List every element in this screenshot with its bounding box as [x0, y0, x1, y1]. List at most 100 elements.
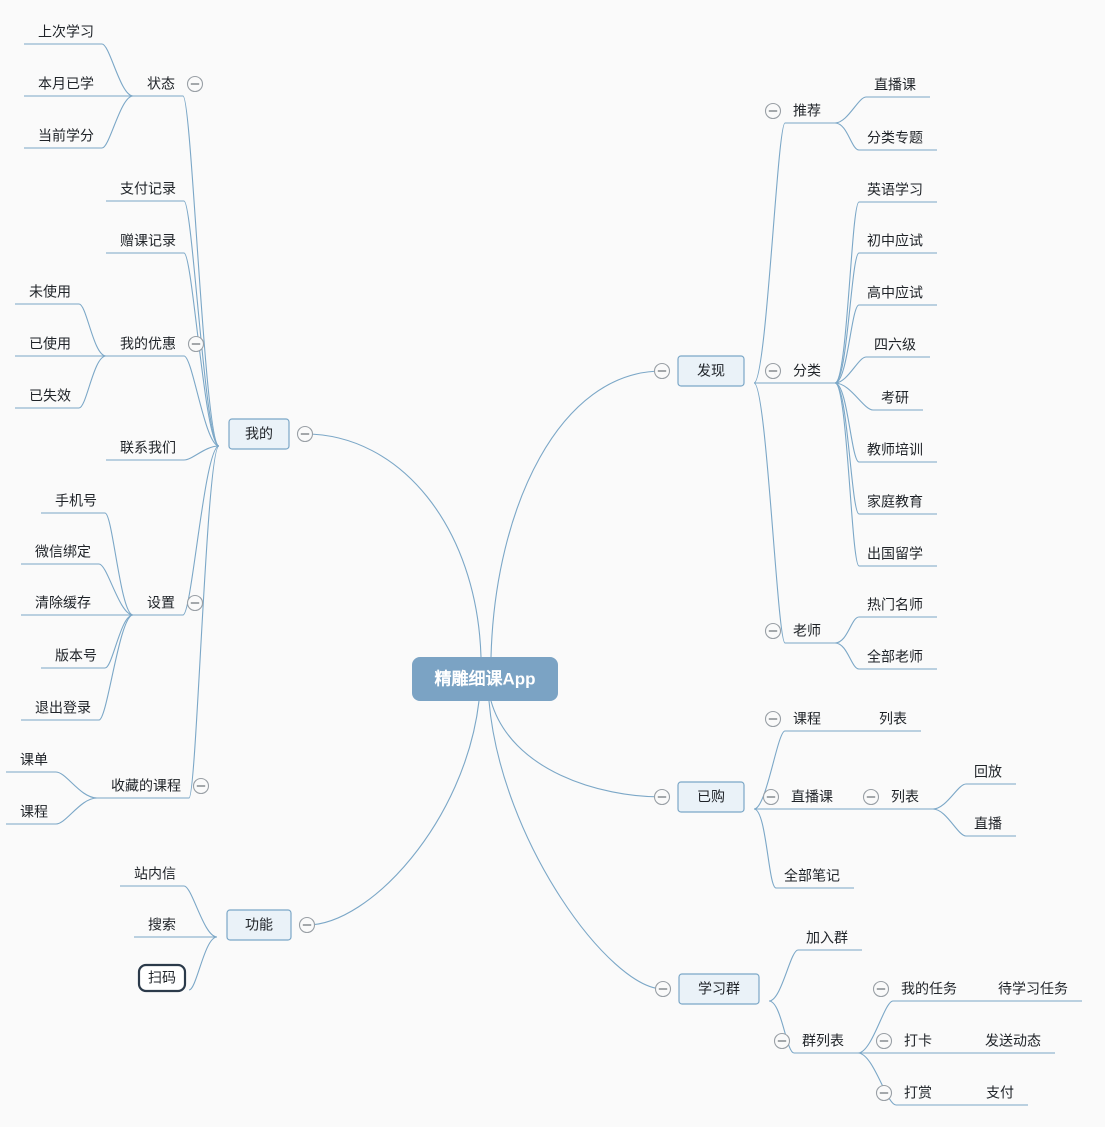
branch-node-box[interactable]	[677, 355, 745, 387]
mindmap-node-zhifujilu[interactable]: 支付记录	[120, 181, 176, 197]
collapse-minus-icon[interactable]	[764, 362, 782, 380]
mindmap-node-zhifu[interactable]: 支付	[986, 1085, 1014, 1101]
mindmap-node-shangcixuexi[interactable]: 上次学习	[38, 24, 94, 40]
branch-node-box[interactable]	[228, 418, 290, 450]
mindmap-node-faxian[interactable]: 发现	[653, 355, 745, 387]
branch-node-box[interactable]	[678, 973, 760, 1005]
mindmap-node-gaozhong[interactable]: 高中应试	[867, 285, 923, 301]
mindmap-node-liebiao2[interactable]: 列表	[862, 788, 920, 806]
collapse-minus-icon[interactable]	[762, 788, 780, 806]
mindmap-node-sousuo[interactable]: 搜索	[148, 917, 176, 933]
mindmap-node-weixinbangding[interactable]: 微信绑定	[35, 544, 91, 560]
mindmap-node-wodeyouhui[interactable]: 我的优惠	[120, 335, 205, 353]
mindmap-node-zhuangtai[interactable]: 状态	[147, 75, 204, 93]
mindmap-node-shoucangkecheng[interactable]: 收藏的课程	[111, 777, 210, 795]
root-node[interactable]: 精雕细课App	[412, 657, 558, 701]
mindmap-node-fenleizhuanti[interactable]: 分类专题	[867, 130, 923, 146]
root-node-box[interactable]	[412, 657, 558, 701]
mindmap-node-zengkejilu[interactable]: 赠课记录	[120, 233, 176, 249]
mindmap-node-quanbulaoshi[interactable]: 全部老师	[867, 649, 923, 665]
node-layer[interactable]: 精雕细课App发现推荐直播课分类专题分类英语学习初中应试高中应试四六级考研教师培…	[20, 24, 1068, 1102]
connector-line	[55, 797, 98, 825]
mindmap-node-siliuji[interactable]: 四六级	[874, 337, 916, 353]
mindmap-node-qingchuhuancun[interactable]: 清除缓存	[35, 595, 91, 611]
mindmap-node-woderenwu[interactable]: 我的任务	[872, 980, 958, 998]
mindmap-node-kaoyan[interactable]: 考研	[881, 390, 909, 406]
mindmap-node-yingyu[interactable]: 英语学习	[867, 182, 923, 198]
mindmap-node-jiaoshi[interactable]: 教师培训	[867, 442, 923, 458]
mindmap-node-xuexiqun[interactable]: 学习群	[654, 973, 760, 1005]
mindmap-node-dashang[interactable]: 打赏	[875, 1084, 933, 1102]
mindmap-node-yishixiao[interactable]: 已失效	[29, 388, 71, 404]
mindmap-node-qunliebiao[interactable]: 群列表	[773, 1032, 845, 1050]
collapse-minus-icon[interactable]	[653, 788, 671, 806]
collapse-minus-icon[interactable]	[764, 710, 782, 728]
mindmap-node-wode[interactable]: 我的	[228, 418, 314, 450]
connector-line	[188, 445, 220, 799]
mindmap-node-yishiyong[interactable]: 已使用	[29, 336, 71, 352]
mindmap-node-daka[interactable]: 打卡	[875, 1032, 933, 1050]
mindmap-node-jiating[interactable]: 家庭教育	[867, 494, 923, 510]
node-label: 扫码	[148, 970, 176, 986]
mindmap-node-fasongdongtai[interactable]: 发送动态	[985, 1033, 1041, 1049]
mindmap-node-tuijian[interactable]: 推荐	[764, 102, 822, 120]
node-label: 联系我们	[120, 440, 176, 456]
mindmap-node-chuguo[interactable]: 出国留学	[867, 546, 923, 562]
mindmap-node-benyueyixue[interactable]: 本月已学	[38, 76, 94, 92]
connector-line	[753, 808, 777, 889]
collapse-minus-icon[interactable]	[186, 594, 204, 612]
mindmap-node-saoma[interactable]: 扫码	[137, 963, 187, 993]
node-label: 考研	[881, 390, 909, 406]
collapse-minus-icon[interactable]	[872, 980, 890, 998]
collapse-minus-icon[interactable]	[296, 425, 314, 443]
branch-node-box[interactable]	[677, 781, 745, 813]
mindmap-node-liebiao1[interactable]: 列表	[879, 711, 907, 727]
collapse-minus-icon[interactable]	[862, 788, 880, 806]
mindmap-node-tuichudenglu[interactable]: 退出登录	[35, 700, 91, 716]
mindmap-node-kedan[interactable]: 课单	[20, 752, 48, 768]
mindmap-node-fenlei[interactable]: 分类	[764, 362, 822, 380]
mindmap-node-kechengsc[interactable]: 课程	[20, 804, 48, 820]
mindmap-node-shezhi[interactable]: 设置	[147, 594, 204, 612]
connector-line	[183, 885, 218, 938]
mindmap-node-banbenhao[interactable]: 版本号	[55, 648, 97, 664]
collapse-minus-icon[interactable]	[298, 916, 316, 934]
collapse-minus-icon[interactable]	[186, 75, 204, 93]
mindmap-node-shoujihao[interactable]: 手机号	[55, 493, 97, 509]
mindmap-node-zhibooke[interactable]: 直播课	[874, 77, 916, 93]
node-label: 搜索	[148, 917, 176, 933]
branch-node-box[interactable]	[226, 909, 292, 941]
node-label: 列表	[879, 711, 907, 727]
collapse-minus-icon[interactable]	[654, 980, 672, 998]
collapse-minus-icon[interactable]	[764, 622, 782, 640]
node-label: 已使用	[29, 336, 71, 352]
mindmap-node-chuzhong[interactable]: 初中应试	[867, 233, 923, 249]
collapse-minus-icon[interactable]	[875, 1084, 893, 1102]
mindmap-node-kecheng[interactable]: 课程	[764, 710, 822, 728]
node-label: 直播课	[791, 789, 833, 805]
mindmap-node-huifang[interactable]: 回放	[974, 764, 1002, 780]
connector-line	[834, 382, 860, 463]
collapse-minus-icon[interactable]	[192, 777, 210, 795]
mindmap-node-yigou[interactable]: 已购	[653, 781, 745, 813]
collapse-minus-icon[interactable]	[653, 362, 671, 380]
collapse-minus-icon[interactable]	[187, 335, 205, 353]
selected-node-box[interactable]	[137, 963, 187, 993]
mindmap-node-daixuexi[interactable]: 待学习任务	[998, 981, 1068, 997]
collapse-minus-icon[interactable]	[875, 1032, 893, 1050]
mindmap-node-lianxiwomen[interactable]: 联系我们	[120, 440, 176, 456]
mindmap-node-remen[interactable]: 热门名师	[867, 597, 923, 613]
mindmap-node-gongneng[interactable]: 功能	[226, 909, 316, 941]
mindmap-node-zhibo[interactable]: 直播	[974, 816, 1002, 832]
mindmap-node-laoshi[interactable]: 老师	[764, 622, 822, 640]
mindmap-node-weishiyong[interactable]: 未使用	[29, 284, 71, 300]
collapse-minus-icon[interactable]	[764, 102, 782, 120]
mindmap-node-jiaruqun[interactable]: 加入群	[806, 930, 848, 946]
mindmap-node-dangqianxuefen[interactable]: 当前学分	[38, 128, 94, 144]
mindmap-node-zhibokeyg[interactable]: 直播课	[762, 788, 834, 806]
node-label: 全部老师	[867, 649, 923, 665]
collapse-minus-icon[interactable]	[773, 1032, 791, 1050]
mindmap-node-quanbubiji[interactable]: 全部笔记	[784, 868, 840, 884]
mindmap-node-zhanneixin[interactable]: 站内信	[134, 866, 176, 882]
